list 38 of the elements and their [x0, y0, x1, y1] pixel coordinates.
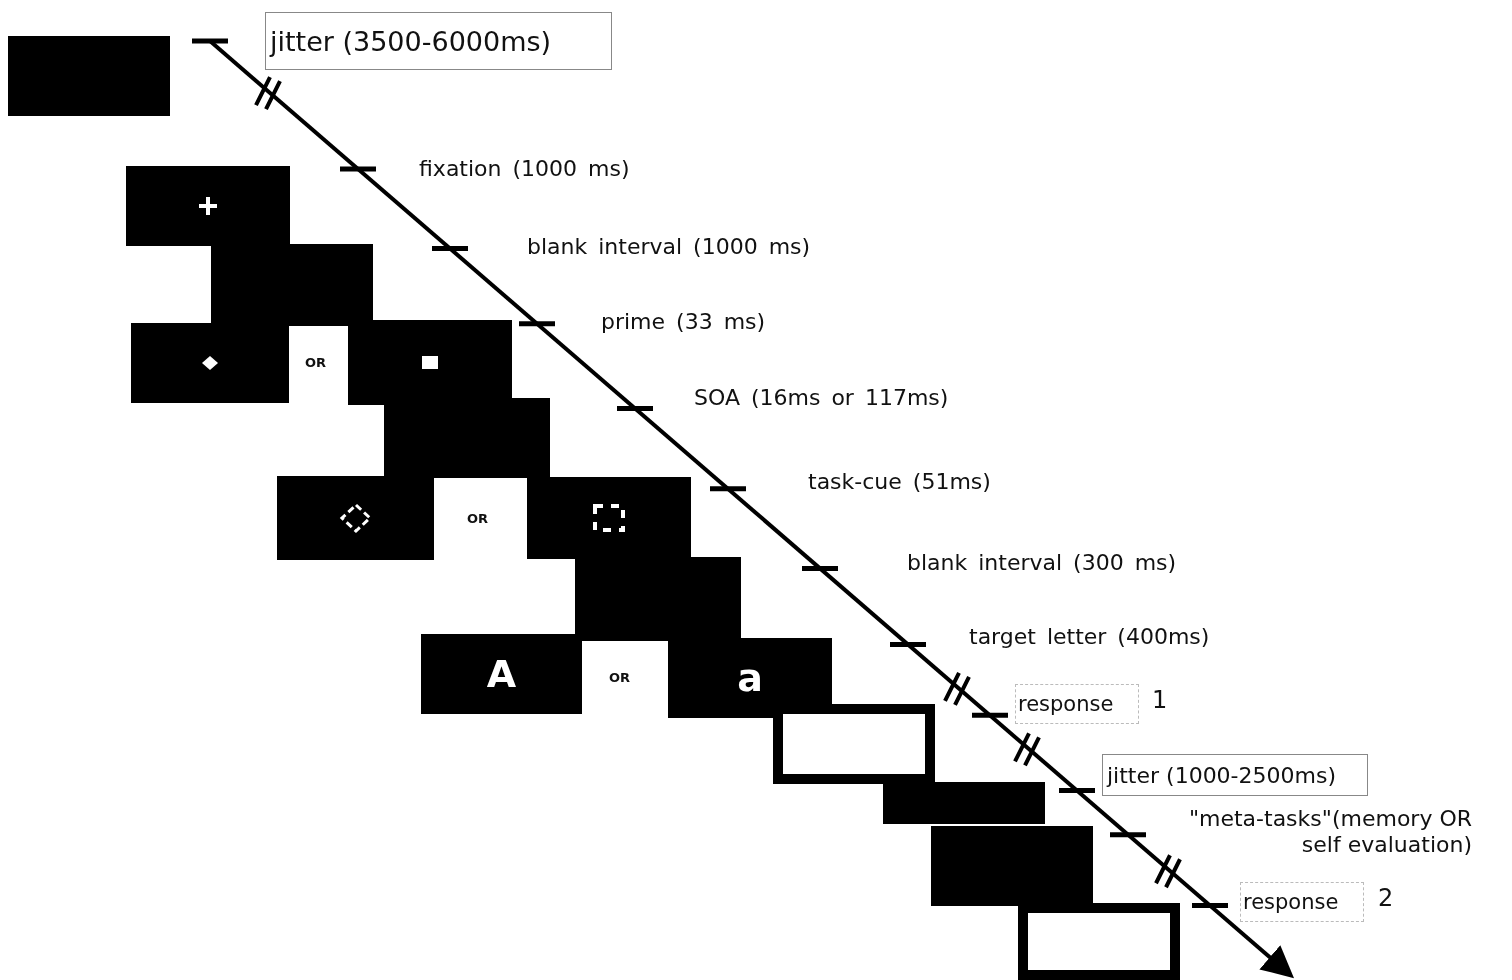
- screen: [277, 476, 434, 560]
- screen: [883, 782, 1045, 824]
- screen: [126, 166, 290, 246]
- phase-label: "meta-tasks"(memory OR self evaluation): [1187, 806, 1472, 858]
- screen: [131, 323, 289, 403]
- duration-label: jitter (3500-6000ms): [270, 25, 552, 57]
- phase-label: task-cue (51ms): [808, 469, 991, 494]
- response-number: 2: [1378, 884, 1394, 912]
- screen: [384, 398, 550, 478]
- response-label: response: [1243, 890, 1339, 914]
- or-label: OR: [467, 511, 489, 526]
- screen: [348, 320, 512, 405]
- response-number: 1: [1152, 686, 1168, 714]
- response-box: [1240, 882, 1364, 922]
- blank-response-screen: [1018, 903, 1180, 980]
- screen: [421, 634, 582, 714]
- response-label: response: [1018, 692, 1114, 716]
- response-box: [1015, 684, 1139, 724]
- phase-label: target letter (400ms): [969, 624, 1210, 649]
- stimulus-letter: A: [486, 652, 517, 696]
- or-label: OR: [609, 670, 631, 685]
- phase-label: blank interval (300 ms): [907, 550, 1177, 575]
- phase-label: prime (33 ms): [601, 309, 766, 334]
- phase-label: SOA (16ms or 117ms): [694, 385, 949, 410]
- screen: [575, 557, 741, 641]
- blank-response-screen: [773, 704, 935, 784]
- screen: [8, 36, 170, 116]
- screen: [668, 638, 832, 718]
- screen: [527, 477, 691, 559]
- phase-label: blank interval (1000 ms): [527, 234, 811, 259]
- stimulus-letter: a: [737, 656, 763, 700]
- duration-label: jitter (1000-2500ms): [1107, 762, 1337, 788]
- phase-label: fixation (1000 ms): [419, 156, 630, 181]
- duration-box: [1102, 754, 1368, 796]
- screen: [211, 244, 373, 326]
- screen: [931, 826, 1093, 906]
- duration-box: [265, 12, 612, 70]
- or-label: OR: [305, 355, 327, 370]
